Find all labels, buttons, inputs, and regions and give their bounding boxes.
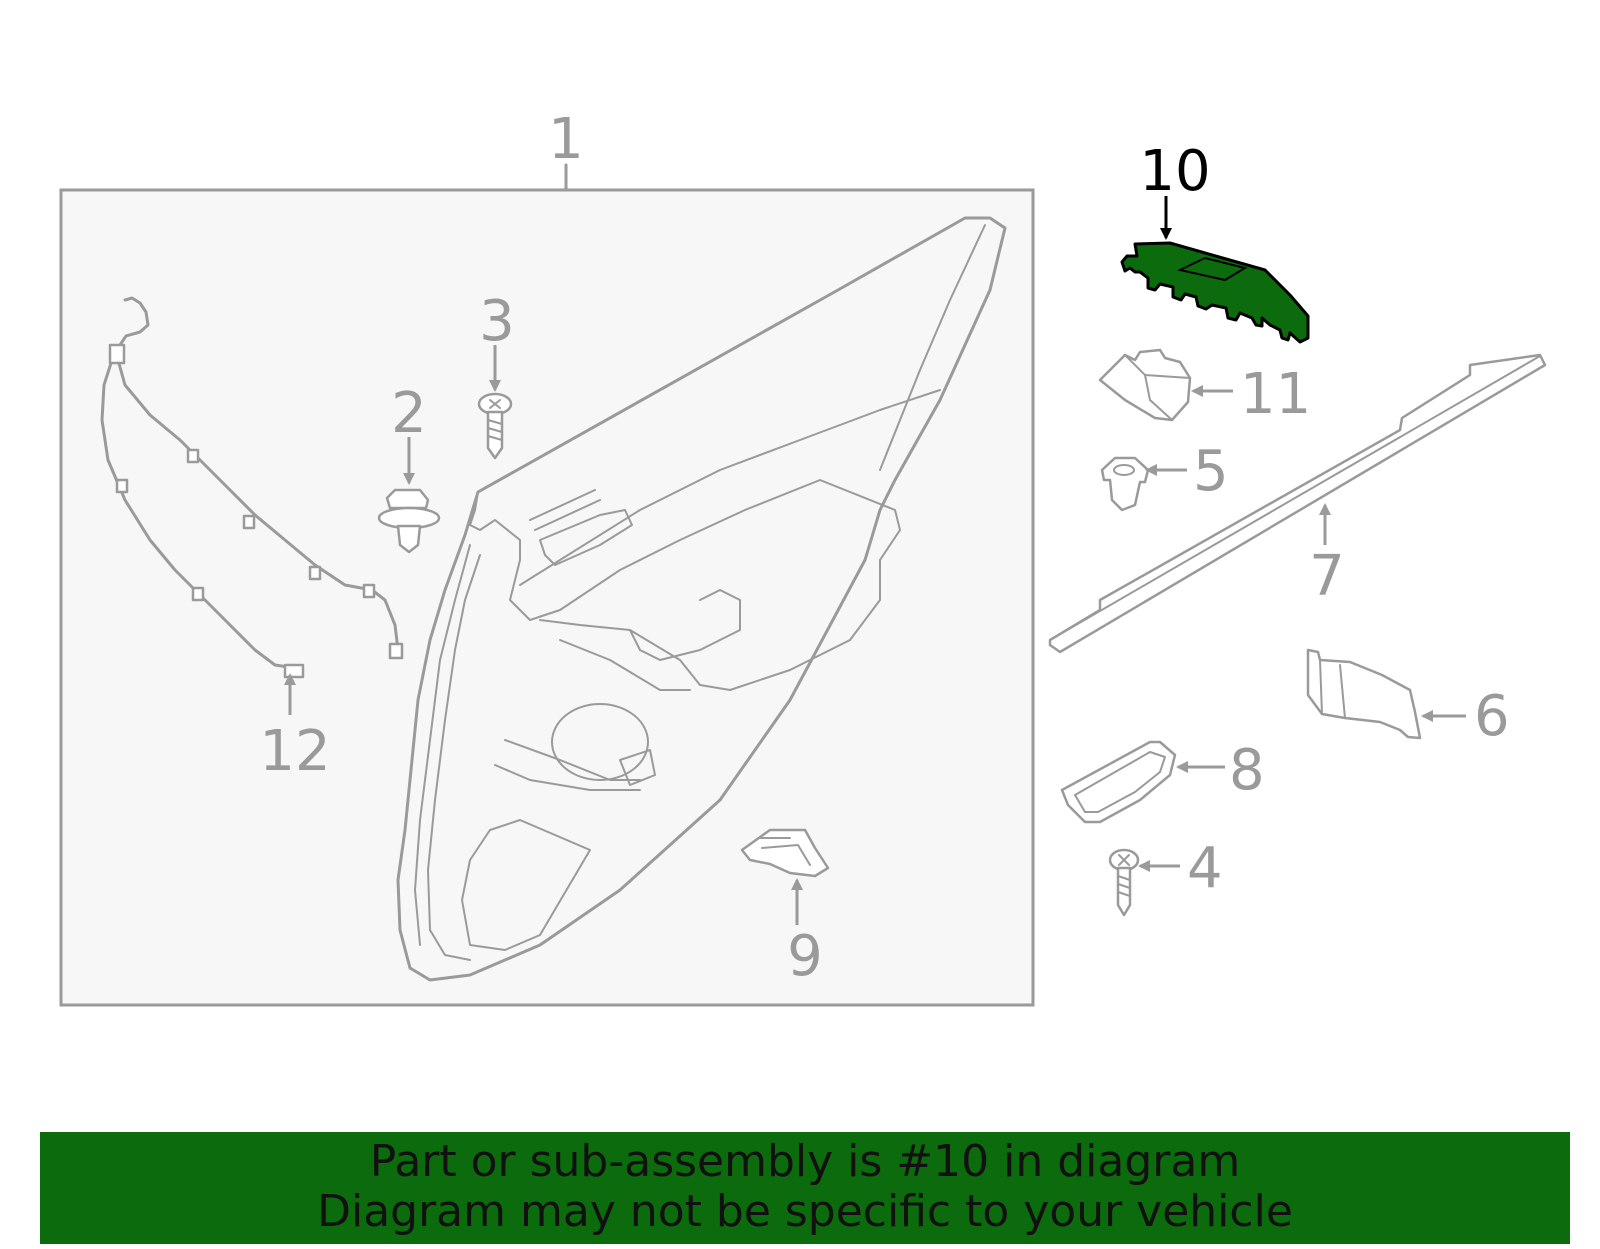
door-trim-assembly-box [59,188,1035,1007]
nut [1100,456,1150,512]
part-info-banner: Part or sub-assembly is #10 in diagram D… [40,1132,1570,1244]
callout-8: 8 [1229,738,1265,803]
callout-5: 5 [1193,439,1229,504]
callout-6: 6 [1474,684,1510,749]
callout-1: 1 [548,107,584,172]
clip [377,488,441,554]
trim-piece-lower [740,828,830,878]
banner-line-part: Part or sub-assembly is #10 in diagram [369,1136,1241,1187]
trim-piece-8 [1060,740,1177,824]
callout-12: 12 [259,719,330,784]
callout-10: 10 [1139,139,1210,204]
weatherstrip [1048,353,1547,654]
callout-3: 3 [479,289,515,354]
bracket-6 [1306,648,1422,740]
door-trim-panel [396,216,1007,982]
callout-7: 7 [1309,544,1345,609]
callout-4: 4 [1187,836,1223,901]
bracket-highlighted [1120,241,1310,344]
callout-9: 9 [787,924,823,989]
wiring-harness [100,296,404,679]
banner-line-disclaimer: Diagram may not be specific to your vehi… [317,1186,1293,1237]
bracket-11 [1098,348,1192,422]
screw-upper [477,392,513,460]
callout-11: 11 [1240,362,1311,427]
screw-lower [1108,848,1140,917]
callout-2: 2 [391,381,427,446]
